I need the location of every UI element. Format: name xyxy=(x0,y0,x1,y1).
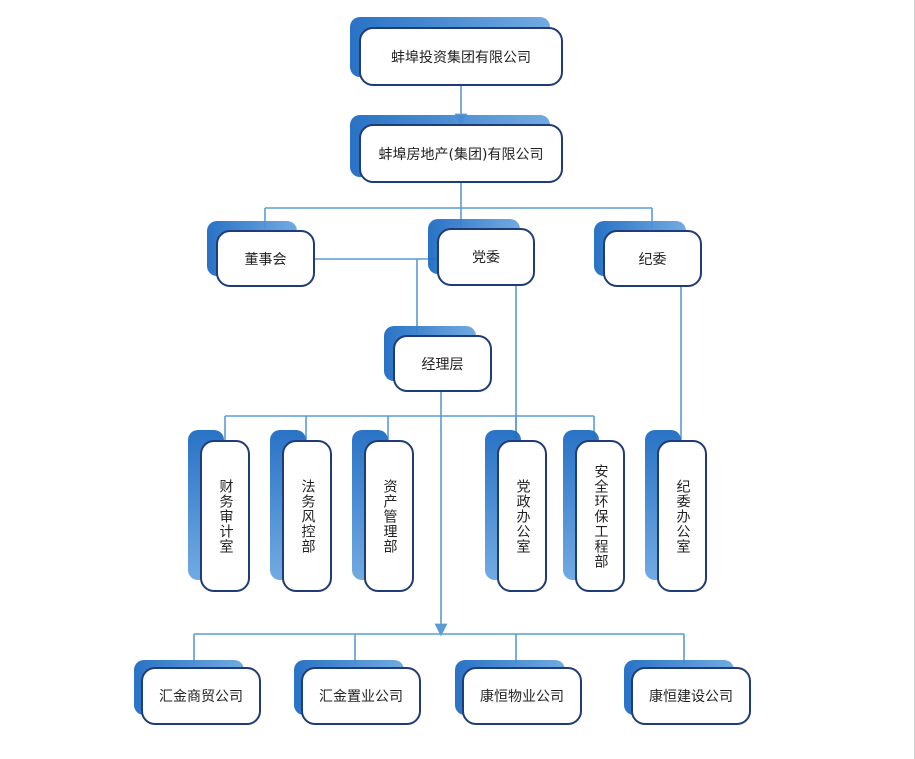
node-dept-legal: 法务风控部 xyxy=(282,440,332,592)
node-dept-party-office: 党政办公室 xyxy=(497,440,547,592)
node-sub-huijin-trade-label: 汇金商贸公司 xyxy=(159,689,243,705)
node-dept-safety: 安全环保工程部 xyxy=(575,440,625,592)
node-management-label: 经理层 xyxy=(421,356,464,373)
node-dept-discipline-office-label: 纪委办公室 xyxy=(674,478,691,554)
node-dept-legal-label: 法务风控部 xyxy=(299,478,316,554)
node-dept-assets: 资产管理部 xyxy=(364,440,414,592)
node-second-company-label: 蚌埠房地产(集团)有限公司 xyxy=(378,146,544,163)
node-dept-discipline-office: 纪委办公室 xyxy=(657,440,707,592)
node-board-label: 董事会 xyxy=(244,251,287,268)
node-discipline-label: 纪委 xyxy=(638,251,667,268)
node-board: 董事会 xyxy=(216,230,315,287)
node-sub-huijin-property-label: 汇金置业公司 xyxy=(319,689,403,705)
node-sub-kangheng-build: 康恒建设公司 xyxy=(631,667,751,725)
node-dept-finance-label: 财务审计室 xyxy=(217,478,234,554)
node-dept-safety-label: 安全环保工程部 xyxy=(592,463,609,569)
node-discipline: 纪委 xyxy=(603,230,702,287)
node-party-label: 党委 xyxy=(472,250,500,266)
node-second-company: 蚌埠房地产(集团)有限公司 xyxy=(359,124,563,183)
node-party: 党委 xyxy=(437,228,535,286)
node-dept-assets-label: 资产管理部 xyxy=(381,478,398,554)
node-dept-finance: 财务审计室 xyxy=(200,440,250,592)
node-sub-huijin-trade: 汇金商贸公司 xyxy=(141,667,261,725)
node-management: 经理层 xyxy=(393,335,492,392)
node-sub-kangheng-wuye: 康恒物业公司 xyxy=(462,667,582,725)
node-top-company: 蚌埠投资集团有限公司 xyxy=(359,27,563,86)
node-top-company-label: 蚌埠投资集团有限公司 xyxy=(391,49,531,66)
node-sub-huijin-property: 汇金置业公司 xyxy=(301,667,421,725)
node-sub-kangheng-wuye-label: 康恒物业公司 xyxy=(480,689,564,705)
node-sub-kangheng-build-label: 康恒建设公司 xyxy=(649,689,733,705)
node-dept-party-office-label: 党政办公室 xyxy=(514,478,531,554)
